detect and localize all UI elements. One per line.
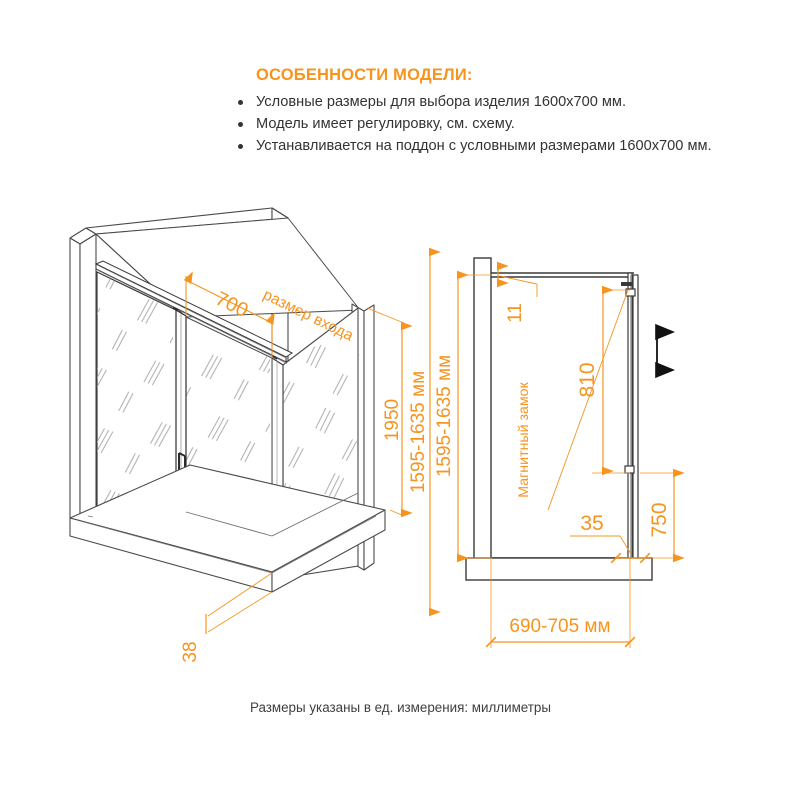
iso-inner-floor-line [185,511,273,537]
svg-text:Магнитный замок: Магнитный замок [516,381,532,497]
model-features-block: ОСОБЕННОСТИ МОДЕЛИ: Условные размеры для… [228,66,768,158]
dim-plan-750: 750 [640,468,685,563]
magnetic-lock-callout: Магнитный замок [516,289,629,511]
dim-plan-810: 810 [576,285,630,476]
feature-item-2: Модель имеет регулировку, см. схему. [228,114,768,135]
bullet-icon [238,122,243,127]
plan-wall-profile [473,257,492,561]
feature-text-1: Условные размеры для выбора изделия 1600… [256,94,627,110]
plan-view: 1595-1635 мм 11 Магнитный замок [434,257,685,648]
dim-total-height-iso: 1595-1635 мм [408,247,441,617]
bullet-icon [238,100,243,105]
iso-shower-tray [69,464,386,593]
dim-glass-height-1950: 1950 [366,307,413,518]
iso-roller-marks [172,307,278,360]
features-list: Условные размеры для выбора изделия 1600… [228,92,768,157]
dim-plan-11: 11 [496,261,538,323]
svg-text:750: 750 [648,502,671,537]
dim-plan-total-height: 1595-1635 мм [434,270,492,563]
svg-text:38: 38 [180,641,201,662]
dim-base-38: 38 [180,572,273,663]
plan-roller-bottom [624,465,635,474]
isometric-view: размер входа 700 1950 [69,207,441,663]
iso-inner-floor-line-2 [271,492,359,537]
feature-item-3: Устанавливается на поддон с условными ра… [228,136,768,157]
dim-plan-35: 35 [570,512,651,564]
svg-text:1595-1635 мм: 1595-1635 мм [408,371,429,493]
feature-text-3: Устанавливается на поддон с условными ра… [256,138,712,154]
svg-text:810: 810 [576,362,599,397]
units-footnote: Размеры указаны в ед. измерения: миллиме… [249,700,552,715]
drawings-svg: размер входа 700 1950 [69,207,685,663]
feature-text-2: Модель имеет регулировку, см. схему. [256,116,515,132]
feature-item-1: Условные размеры для выбора изделия 1600… [228,92,768,113]
svg-text:1950: 1950 [382,399,403,441]
plan-tray [465,557,653,581]
svg-text:690-705 мм: 690-705 мм [509,616,610,637]
svg-text:11: 11 [505,303,526,323]
iso-back-wall-profile [69,227,97,526]
svg-text:1595-1635 мм: 1595-1635 мм [434,355,455,477]
bullet-icon [238,144,243,149]
technical-drawings: размер входа 700 1950 [0,180,801,680]
dim-plan-depth: 690-705 мм [485,558,636,648]
plan-roller-top [621,282,636,297]
features-title: ОСОБЕННОСТИ МОДЕЛИ: [256,66,473,84]
svg-text:35: 35 [580,512,603,535]
plan-door-panel [627,272,639,560]
